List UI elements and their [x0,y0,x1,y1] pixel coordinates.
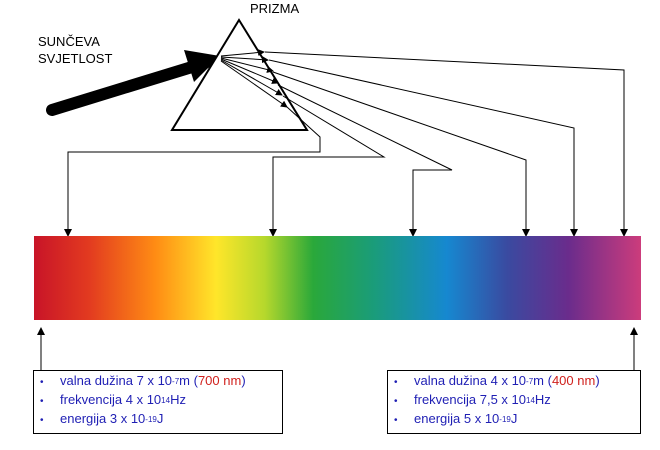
sunlight-label-line2: SVJETLOST [38,51,113,66]
violet-frequency-text: frekvencija 7,5 x 10 [414,392,527,407]
red-energy-unit: J [156,411,164,426]
violet-end-info-box: • valna dužina 4 x 10-7 m (400 nm) • fre… [387,370,641,434]
red-frequency-unit: Hz [170,392,186,407]
bullet-icon: • [40,377,44,388]
violet-energy-unit: J [510,411,518,426]
red-energy-exponent: -19 [145,415,157,424]
violet-wavelength-exponent: -7 [526,377,534,386]
violet-wavelength-nm: 400 nm [551,373,596,388]
violet-wavelength-close: ) [595,373,600,388]
sunlight-beam-arrowhead [184,50,220,82]
violet-wavelength-item: • valna dužina 4 x 10-7 m (400 nm) [394,373,634,392]
red-energy-item: • energija 3 x 10-19 J [40,411,276,430]
red-end-info-box: • valna dužina 7 x 10-7 m (700 nm) • fre… [33,370,283,434]
sunlight-beam [46,57,211,116]
violet-frequency-exponent: 14 [526,396,535,405]
red-wavelength-close: ) [241,373,246,388]
violet-wavelength-text: valna dužina 4 x 10 [414,373,527,388]
violet-energy-text: energija 5 x 10 [414,411,500,426]
red-wavelength-exponent: -7 [172,377,180,386]
outgoing-rays [64,51,628,237]
red-energy-text: energija 3 x 10 [60,411,146,426]
violet-wavelength-unit: m ( [533,373,552,388]
bullet-icon: • [394,396,398,407]
color-spectrum [34,236,641,320]
prism [170,18,309,131]
bullet-icon: • [394,415,398,426]
red-frequency-text: frekvencija 4 x 10 [60,392,162,407]
bullet-icon: • [394,377,398,388]
red-wavelength-text: valna dužina 7 x 10 [60,373,173,388]
violet-energy-item: • energija 5 x 10-19 J [394,411,634,430]
sunlight-label-line1: SUNČEVA [38,34,100,49]
violet-energy-exponent: -19 [499,415,511,424]
red-wavelength-item: • valna dužina 7 x 10-7 m (700 nm) [40,373,276,392]
internal-rays [220,49,288,108]
violet-frequency-unit: Hz [534,392,551,407]
bullet-icon: • [40,415,44,426]
red-wavelength-nm: 700 nm [197,373,242,388]
red-wavelength-unit: m ( [179,373,198,388]
bullet-icon: • [40,396,44,407]
prism-label: PRIZMA [250,1,300,16]
red-frequency-exponent: 14 [161,396,171,405]
